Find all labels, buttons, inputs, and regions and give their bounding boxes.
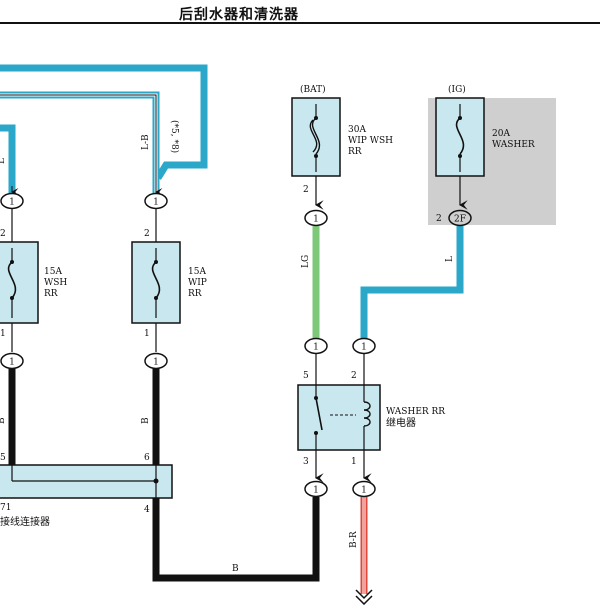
connector-label: 1 xyxy=(153,198,159,208)
junction-pin-5: 5 xyxy=(0,453,6,463)
fuse-wip-wsh-30a xyxy=(291,97,341,177)
connector-oval xyxy=(304,337,328,355)
fuse-wip-l2: RR xyxy=(188,289,202,299)
connector-label: 1 xyxy=(361,486,367,496)
junction-label: 接线连接器 xyxy=(0,515,50,528)
wire-label-b-left: B xyxy=(0,417,7,424)
wire-label-b-mid: B xyxy=(141,417,151,424)
wire-label-lg: LG xyxy=(301,255,311,268)
connector-label: 1 xyxy=(9,358,15,368)
relay-pin-3: 3 xyxy=(303,457,309,467)
connector-c3: 1 xyxy=(304,209,328,227)
chevron-down-icon xyxy=(355,589,373,605)
connector-c2: 1 xyxy=(144,192,168,210)
wire-l-right xyxy=(360,226,464,340)
fuse-wip-15a xyxy=(131,241,181,324)
junction-pin-6: 6 xyxy=(144,453,150,463)
connector-oval xyxy=(144,192,168,210)
wire-lb xyxy=(0,91,160,193)
pin-20a-bottom: 2 xyxy=(436,214,442,224)
wire-blue-loop-outer xyxy=(0,64,208,180)
fuse-wsh-l2: RR xyxy=(44,289,58,299)
pin-wip-top: 2 xyxy=(144,229,150,239)
fuse-20a-amp: 20A xyxy=(492,129,510,139)
connector-c8: 1 xyxy=(352,337,376,355)
connector-label: 2F xyxy=(454,215,466,225)
connector-oval xyxy=(304,209,328,227)
pin-wsh-bottom: 1 xyxy=(0,329,6,339)
wire-label-lb: L-B xyxy=(141,134,151,150)
connector-label: 1 xyxy=(153,358,159,368)
pin-wip-bottom: 1 xyxy=(144,329,150,339)
fuse-30a-l2: RR xyxy=(348,147,362,157)
connector-label: 1 xyxy=(361,343,367,353)
fuse-washer-20a xyxy=(435,97,485,177)
title-rule xyxy=(0,22,600,24)
ig-label: (IG) xyxy=(448,84,466,95)
wire-l-left xyxy=(0,124,16,193)
relay-label-1: WASHER RR xyxy=(386,407,445,417)
wire-b-bottom xyxy=(152,497,320,582)
connector-label: 1 xyxy=(313,343,319,353)
relay-label-2: 继电器 xyxy=(386,416,416,429)
relay-pin-5: 5 xyxy=(303,371,309,381)
wire-label-br: B-R xyxy=(349,531,359,548)
connector-c5: 1 xyxy=(0,352,24,370)
junction-pin-4: 4 xyxy=(144,505,150,515)
wire-label-l-right: L xyxy=(445,256,455,262)
relay-pin-2: 2 xyxy=(351,371,357,381)
connector-oval xyxy=(0,192,24,210)
connector-c4: 2F xyxy=(448,209,472,227)
page-title: 后刮水器和清洗器 xyxy=(179,7,299,23)
connector-c7: 1 xyxy=(304,337,328,355)
fuse-30a-amp: 30A xyxy=(348,125,366,135)
connector-c6: 1 xyxy=(144,352,168,370)
connector-oval xyxy=(352,337,376,355)
connector-oval xyxy=(352,480,376,498)
pin-30a-bottom: 2 xyxy=(303,185,309,195)
connector-oval xyxy=(304,480,328,498)
wire-label-note: (*5, *8) xyxy=(169,120,180,153)
junction-connector-71 xyxy=(0,464,173,499)
connector-label: 1 xyxy=(313,215,319,225)
fuse-wip-amp: 15A xyxy=(188,267,206,277)
pin-wsh-top: 2 xyxy=(0,229,6,239)
relay-washer-rr xyxy=(297,384,381,451)
bat-label: (BAT) xyxy=(300,84,326,95)
junction-id: 71 xyxy=(0,503,11,513)
wire-label-l-left: L xyxy=(0,158,7,164)
wire-lb-stripe-1 xyxy=(0,93,158,193)
fuse-wsh-l1: WSH xyxy=(44,278,67,288)
connector-label: 1 xyxy=(313,486,319,496)
connector-c9: 1 xyxy=(304,480,328,498)
connector-oval xyxy=(0,352,24,370)
connector-oval xyxy=(144,352,168,370)
relay-pin-1: 1 xyxy=(351,457,357,467)
fuse-wsh-amp: 15A xyxy=(44,267,62,277)
fuse-wsh-15a xyxy=(0,241,39,324)
fuse-30a-l1: WIP WSH xyxy=(348,136,393,146)
wire-lb-stripe-2 xyxy=(0,94,157,193)
wire-label-b-bottom: B xyxy=(232,564,239,574)
fuse-20a-l1: WASHER xyxy=(492,140,535,150)
connector-oval xyxy=(448,209,472,227)
connector-label: 1 xyxy=(9,198,15,208)
fuse-wip-l1: WIP xyxy=(188,278,207,288)
connector-c10: 1 xyxy=(352,480,376,498)
connector-c1: 1 xyxy=(0,192,24,210)
